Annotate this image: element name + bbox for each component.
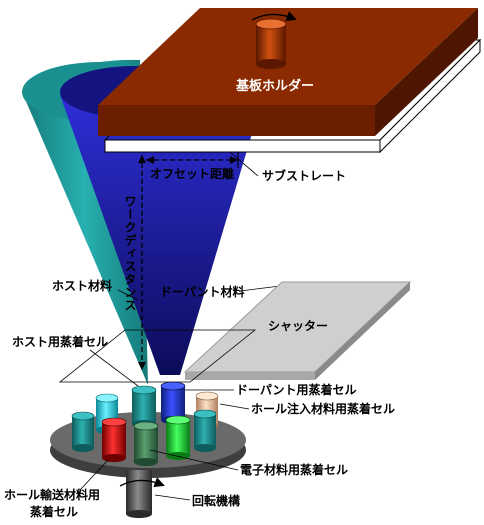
substrate-holder-label: 基板ホルダー [235, 78, 314, 94]
host-material-leader [117, 289, 139, 301]
rotation-mechanism [119, 470, 165, 518]
rotation-arrow [119, 477, 165, 488]
hole-transport-deposition-cell [101, 417, 127, 462]
hole-injection-cell-leader [219, 403, 250, 410]
host-cell-leader [89, 349, 139, 387]
dopant-cell-label: ドーパント用蒸着セル [236, 382, 356, 397]
hole-transport-cell-label-line2: 蒸着セル [30, 504, 78, 519]
dopant-material-label: ドーパント材料 [160, 284, 244, 299]
host-cell-label: ホスト用蒸着セル [12, 334, 108, 349]
electron-material-deposition-cell [165, 415, 191, 460]
electron-cell-leader [149, 449, 239, 471]
offset-distance-label: オフセット距離 [150, 166, 234, 181]
shutter [183, 281, 412, 380]
substrate-label: サブストレート [262, 168, 346, 183]
holder-rotation-arrow [251, 11, 297, 22]
offset-distance-arrow [138, 152, 239, 370]
rotation-mechanism-label: 回転機構 [192, 493, 240, 508]
holder-rotation-cylinder [255, 18, 287, 69]
cell-grey-green [133, 421, 159, 466]
substrate-plate [103, 38, 482, 154]
substrate-leader [229, 151, 259, 177]
hole-transport-cell-leader [79, 459, 109, 491]
host-material-label: ホスト材料 [52, 278, 112, 293]
electron-cell-label: 電子材料用蒸着セル [240, 462, 348, 477]
dopant-material-leader [239, 285, 281, 292]
hole-injection-cell-label: ホール注入材料用蒸着セル [251, 401, 395, 416]
host-deposition-cell [131, 385, 157, 428]
substrate-holder [98, 8, 478, 136]
hole-transport-cell-label-line1: ホール輸送材料用 [4, 487, 100, 502]
cell-teal-left [71, 411, 95, 452]
cell-teal-right [193, 409, 217, 452]
rotation-mechanism-leader [154, 494, 191, 501]
work-distance-label: ワークディスタンス [123, 195, 137, 312]
source-frame [58, 329, 257, 383]
shutter-label: シャッター [268, 319, 328, 333]
